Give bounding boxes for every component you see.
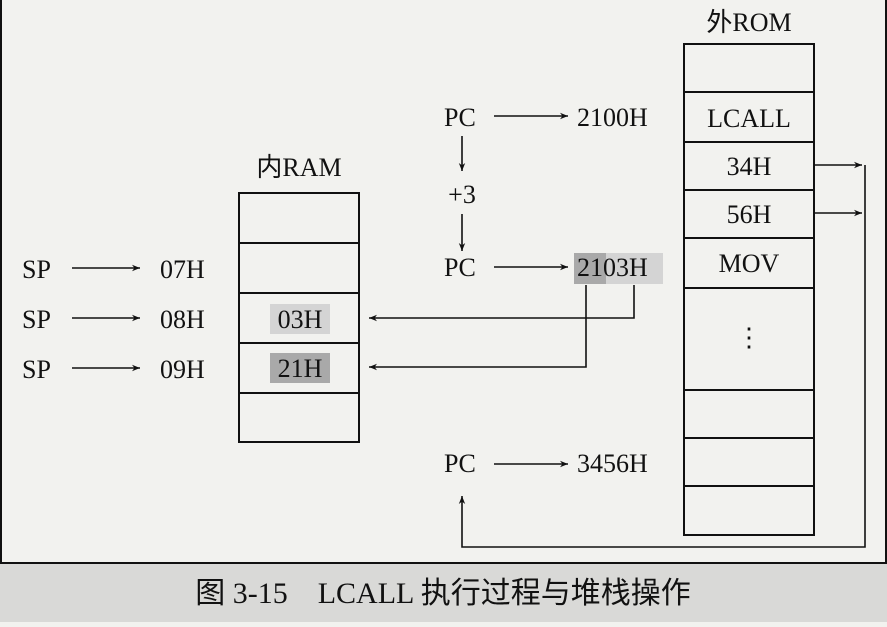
pc-label-2: PC xyxy=(444,253,476,282)
pc-label-1: PC xyxy=(444,103,476,132)
pc-high-byte-highlight xyxy=(574,253,606,284)
inner-ram-stack xyxy=(238,192,360,443)
pc-value-2100h: 2100H xyxy=(577,103,648,132)
figure-caption: 图 3-15 LCALL 执行过程与堆栈操作 xyxy=(195,577,691,610)
pc-value-3456h: 3456H xyxy=(577,449,648,478)
ram-03h-highlight xyxy=(270,304,330,334)
rom-cell-56h: 56H xyxy=(727,200,772,229)
outer-rom-memory xyxy=(683,43,815,536)
ram-21h-highlight xyxy=(270,353,330,383)
sp-label: SP xyxy=(22,305,51,334)
sp-label: SP xyxy=(22,355,51,384)
push-low-byte-arrow xyxy=(369,285,635,322)
ram-cell-21h: 21H xyxy=(278,354,323,383)
sp-address: 07H xyxy=(160,255,205,284)
rom-cell-34h: 34H xyxy=(727,152,772,181)
rom-cell-mov: MOV xyxy=(719,249,780,278)
sp-pointer-07: SP 07H xyxy=(22,255,205,284)
pc-increment: +3 xyxy=(448,180,476,209)
sp-pointer-09: SP 09H xyxy=(22,355,205,384)
pc-high-byte: 21 xyxy=(577,253,603,282)
pc-low-byte-highlight xyxy=(606,253,663,284)
sp-address: 08H xyxy=(160,305,205,334)
outer-rom-title: 外ROM xyxy=(706,8,791,37)
pc-label-3: PC xyxy=(444,449,476,478)
pc-value-2103h: 2103H xyxy=(577,253,648,282)
caption-bar xyxy=(0,563,887,622)
push-high-byte-arrow xyxy=(369,285,587,371)
rom-ellipsis: ⋮ xyxy=(736,323,762,352)
inner-ram-title: 内RAM xyxy=(256,153,341,182)
jump-to-pc-arrow xyxy=(458,165,866,548)
sp-label: SP xyxy=(22,255,51,284)
rom-cell-lcall: LCALL xyxy=(707,104,791,133)
pc-low-byte: 03H xyxy=(603,253,648,282)
ram-cell-03h: 03H xyxy=(278,305,323,334)
sp-pointer-08: SP 08H xyxy=(22,305,205,334)
sp-address: 09H xyxy=(160,355,205,384)
